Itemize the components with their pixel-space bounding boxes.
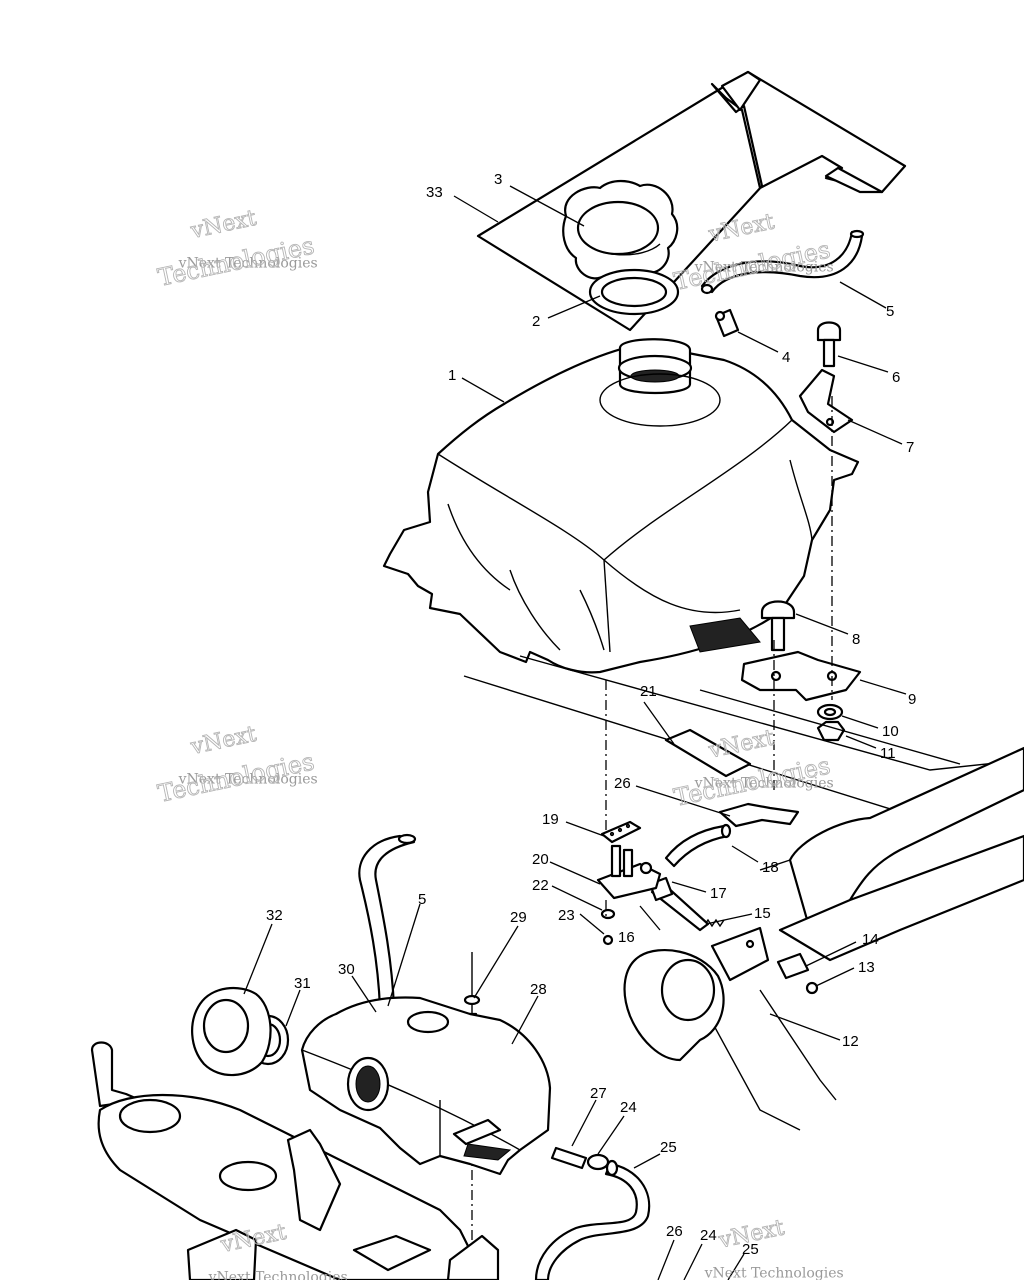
svg-text:vNext Technologies: vNext Technologies	[178, 772, 318, 788]
svg-text:vNext Technologies: vNext Technologies	[694, 776, 834, 792]
callout-5-upper: 5	[886, 303, 894, 320]
callout-27: 27	[590, 1085, 607, 1102]
callout-21: 21	[640, 683, 657, 700]
svg-text:vNext: vNext	[188, 206, 259, 244]
clamp-14	[776, 952, 810, 980]
watermark-mid-left: vNext vNext Technologies Technologies	[155, 721, 318, 808]
callout-25-lower: 25	[742, 1241, 759, 1258]
svg-text:vNext Technologies: vNext Technologies	[704, 1266, 844, 1280]
callout-7: 7	[906, 439, 914, 456]
bracket-7	[798, 368, 854, 434]
filler-cap-3	[562, 179, 679, 285]
callout-18: 18	[762, 859, 779, 876]
washer-22	[600, 908, 616, 920]
gasket-2	[588, 268, 680, 316]
bolt-6	[816, 321, 842, 368]
clamp-24	[586, 1153, 610, 1171]
svg-text:vNext Technologies: vNext Technologies	[208, 1270, 348, 1280]
hose-26-mid	[718, 802, 800, 828]
vent-hose-5-lower	[358, 833, 417, 1010]
callout-24-lower: 24	[700, 1227, 717, 1244]
callout-31: 31	[294, 975, 311, 992]
callout-23: 23	[558, 907, 575, 924]
callout-25-upper: 25	[660, 1139, 677, 1156]
fuel-hose-18	[664, 823, 732, 868]
callout-6: 6	[892, 369, 900, 386]
label-21	[664, 728, 752, 778]
frame-lower	[90, 1041, 500, 1280]
callout-3: 3	[494, 171, 502, 188]
callout-30: 30	[338, 961, 355, 978]
callout-33: 33	[426, 184, 443, 201]
callout-4: 4	[782, 349, 790, 366]
callout-9: 9	[908, 691, 916, 708]
svg-text:Technologies: Technologies	[155, 747, 316, 807]
callout-12: 12	[842, 1033, 859, 1050]
cap-32	[191, 987, 272, 1077]
callout-28: 28	[530, 981, 547, 998]
callout-26-mid: 26	[614, 775, 631, 792]
vent-hose-5-upper	[700, 229, 865, 295]
intake-boot-12	[623, 926, 770, 1062]
callout-32: 32	[266, 907, 283, 924]
callout-16: 16	[618, 929, 635, 946]
svg-text:Technologies: Technologies	[671, 751, 832, 811]
callout-19: 19	[542, 811, 559, 828]
watermark-top-left: vNext vNext Technologies Technologies	[155, 205, 318, 292]
callout-10: 10	[882, 723, 899, 740]
callout-15: 15	[754, 905, 771, 922]
svg-text:Technologies: Technologies	[155, 231, 316, 291]
plate-19	[600, 820, 642, 844]
frame-main	[463, 655, 1024, 1131]
callout-24-upper: 24	[620, 1099, 637, 1116]
bracket-9	[740, 650, 862, 702]
callouts: 33 3 2 5 4 6 7 1 8 9 10 11 21 26 19 18 2…	[266, 171, 916, 1258]
fuel-tank-1	[382, 338, 860, 674]
svg-text:vNext: vNext	[188, 722, 259, 760]
petcock-20	[596, 844, 662, 900]
callout-11: 11	[880, 745, 896, 762]
callout-20: 20	[532, 851, 549, 868]
callout-1: 1	[448, 367, 456, 384]
screw-13	[805, 981, 819, 995]
washer-10	[816, 703, 844, 721]
svg-text:vNext Technologies: vNext Technologies	[178, 256, 318, 272]
spring-27	[550, 1146, 588, 1170]
callout-29: 29	[510, 909, 527, 926]
bolt-8	[760, 600, 796, 652]
fitting-4	[714, 308, 740, 338]
callout-8: 8	[852, 631, 860, 648]
callout-26-lower: 26	[666, 1223, 683, 1240]
callout-17: 17	[710, 885, 727, 902]
callout-13: 13	[858, 959, 875, 976]
callout-5-lower: 5	[418, 891, 426, 908]
callout-22: 22	[532, 877, 549, 894]
leader-lines	[243, 185, 907, 1280]
spring-15	[703, 918, 725, 928]
svg-text:vNext Technologies: vNext Technologies	[694, 260, 834, 276]
reserve-tank-28	[300, 996, 552, 1176]
hose-25	[534, 1159, 651, 1280]
screw-23	[602, 934, 614, 946]
callout-2: 2	[532, 313, 540, 330]
callout-14: 14	[862, 931, 879, 948]
